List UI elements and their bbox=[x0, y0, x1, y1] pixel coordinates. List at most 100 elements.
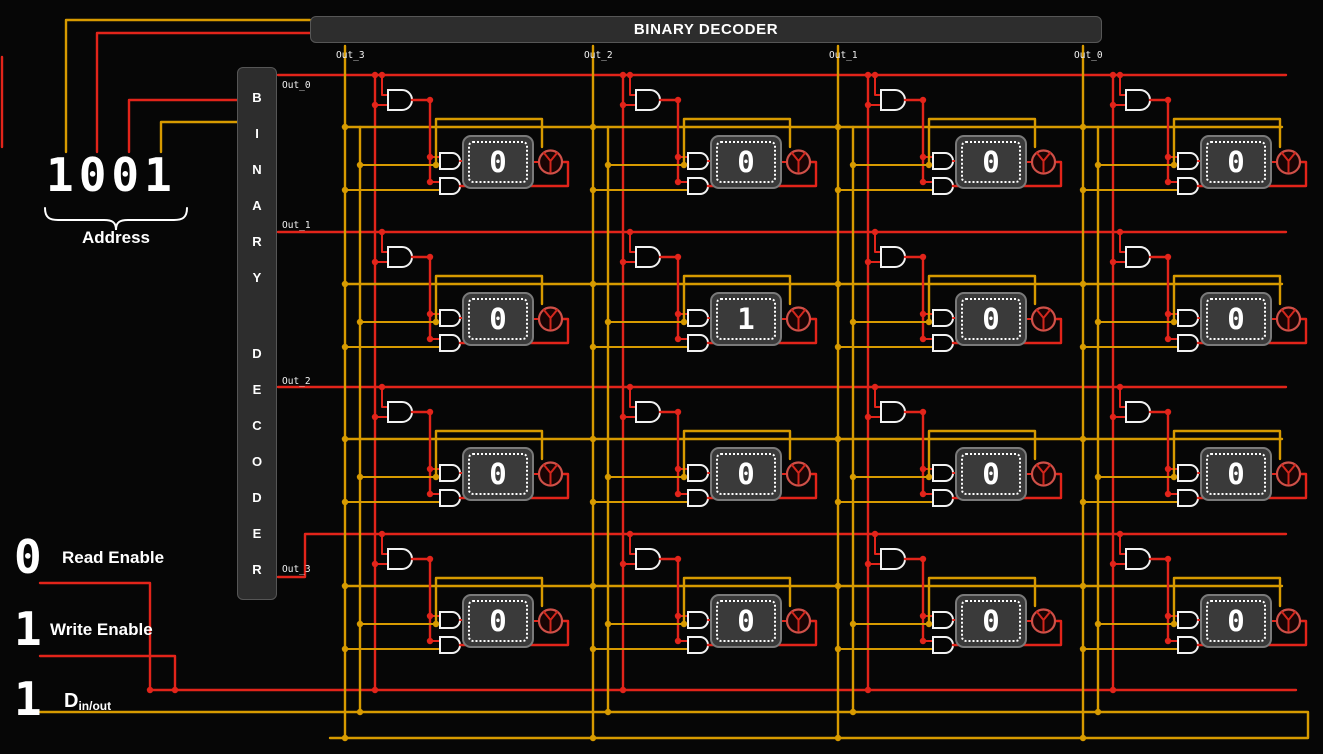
decoder-letter: R bbox=[252, 561, 262, 577]
memory-cell-r3-c3: 0 bbox=[1200, 594, 1272, 648]
junction-dot bbox=[864, 258, 872, 266]
junction-dot bbox=[919, 335, 927, 343]
and-gate-icon bbox=[1125, 401, 1151, 423]
and-gate-icon bbox=[635, 401, 661, 423]
junction-dot bbox=[834, 582, 842, 590]
write-enable-input[interactable]: 1 bbox=[14, 602, 42, 656]
junction-dot bbox=[1079, 123, 1087, 131]
junction-dot bbox=[1164, 253, 1172, 261]
and-gate-icon bbox=[439, 334, 461, 352]
wire bbox=[95, 31, 312, 154]
wire bbox=[682, 576, 792, 626]
decoder-letter: R bbox=[252, 234, 262, 250]
junction-dot bbox=[1109, 413, 1117, 421]
memory-cell-value: 0 bbox=[961, 298, 1021, 340]
wire bbox=[682, 117, 792, 167]
junction-dot bbox=[1116, 71, 1124, 79]
decoder-letter: Y bbox=[252, 270, 262, 286]
decoder-letter: D bbox=[252, 489, 262, 505]
junction-dot bbox=[378, 71, 386, 79]
junction-dot bbox=[1164, 153, 1172, 161]
junction-dot bbox=[371, 560, 379, 568]
junction-dot bbox=[1094, 708, 1102, 716]
wire bbox=[1172, 429, 1282, 479]
junction-dot bbox=[1164, 612, 1172, 620]
top-binary-decoder[interactable]: BINARY DECODER bbox=[310, 16, 1102, 43]
junction-dot bbox=[589, 186, 597, 194]
junction-dot bbox=[426, 465, 434, 473]
address-label: Address bbox=[81, 228, 151, 247]
and-gate-icon bbox=[635, 548, 661, 570]
read-enable-label: Read Enable bbox=[62, 548, 165, 567]
wire bbox=[629, 231, 637, 253]
memory-cell-value: 0 bbox=[468, 600, 528, 642]
and-gate-icon bbox=[880, 401, 906, 423]
wire bbox=[434, 274, 544, 324]
junction-dot bbox=[589, 645, 597, 653]
junction-dot bbox=[1094, 161, 1102, 169]
address-input[interactable]: 1001 bbox=[46, 148, 177, 202]
led-y-icon bbox=[791, 464, 806, 485]
and-gate-icon bbox=[687, 464, 709, 482]
led-y-icon bbox=[1281, 464, 1296, 485]
junction-dot bbox=[1170, 161, 1178, 169]
and-gate-icon bbox=[439, 489, 461, 507]
junction-dot bbox=[1164, 408, 1172, 416]
memory-cell-r1-c3: 0 bbox=[1200, 292, 1272, 346]
led-y-icon bbox=[1036, 309, 1051, 330]
junction-dot bbox=[919, 253, 927, 261]
junction-dot bbox=[1116, 530, 1124, 538]
and-gate-icon bbox=[387, 548, 413, 570]
led-y-icon bbox=[543, 309, 558, 330]
junction-dot bbox=[919, 310, 927, 318]
and-gate-icon bbox=[1177, 464, 1199, 482]
junction-dot bbox=[1116, 383, 1124, 391]
read-enable-input[interactable]: 0 bbox=[14, 530, 42, 584]
junction-dot bbox=[356, 161, 364, 169]
junction-dot bbox=[864, 560, 872, 568]
junction-dot bbox=[619, 560, 627, 568]
junction-dot bbox=[356, 473, 364, 481]
junction-dot bbox=[1164, 637, 1172, 645]
junction-dot bbox=[1079, 186, 1087, 194]
junction-dot bbox=[849, 708, 857, 716]
led-y-icon bbox=[791, 152, 806, 173]
junction-dot bbox=[1079, 645, 1087, 653]
wire bbox=[381, 74, 389, 96]
junction-dot bbox=[426, 335, 434, 343]
junction-dot bbox=[849, 161, 857, 169]
junction-dot bbox=[925, 620, 933, 628]
junction-dot bbox=[1109, 560, 1117, 568]
data-in-out-label: Din/out bbox=[64, 690, 111, 713]
led-y-icon bbox=[1281, 152, 1296, 173]
junction-dot bbox=[1164, 178, 1172, 186]
memory-cell-r2-c0: 0 bbox=[462, 447, 534, 501]
data-in-out-input[interactable]: 1 bbox=[14, 672, 42, 726]
junction-dot bbox=[604, 473, 612, 481]
top-decoder-output-0: Out_3 bbox=[336, 50, 365, 61]
wire bbox=[903, 410, 925, 496]
left-decoder-output-0: Out_0 bbox=[282, 80, 311, 91]
junction-dot bbox=[1170, 473, 1178, 481]
junction-dot bbox=[925, 318, 933, 326]
junction-dot bbox=[871, 383, 879, 391]
junction-dot bbox=[834, 645, 842, 653]
decoder-letter: I bbox=[255, 126, 259, 142]
and-gate-icon bbox=[880, 89, 906, 111]
junction-dot bbox=[432, 473, 440, 481]
junction-dot bbox=[341, 343, 349, 351]
junction-dot bbox=[371, 686, 379, 694]
junction-dot bbox=[834, 435, 842, 443]
junction-dot bbox=[919, 465, 927, 473]
decoder-letter: B bbox=[252, 90, 262, 106]
junction-dot bbox=[674, 153, 682, 161]
junction-dot bbox=[674, 490, 682, 498]
wire bbox=[64, 18, 312, 154]
wire bbox=[1148, 98, 1170, 184]
led-y-icon bbox=[1036, 464, 1051, 485]
junction-dot bbox=[1170, 318, 1178, 326]
junction-dot bbox=[341, 582, 349, 590]
junction-dot bbox=[674, 555, 682, 563]
junction-dot bbox=[674, 96, 682, 104]
